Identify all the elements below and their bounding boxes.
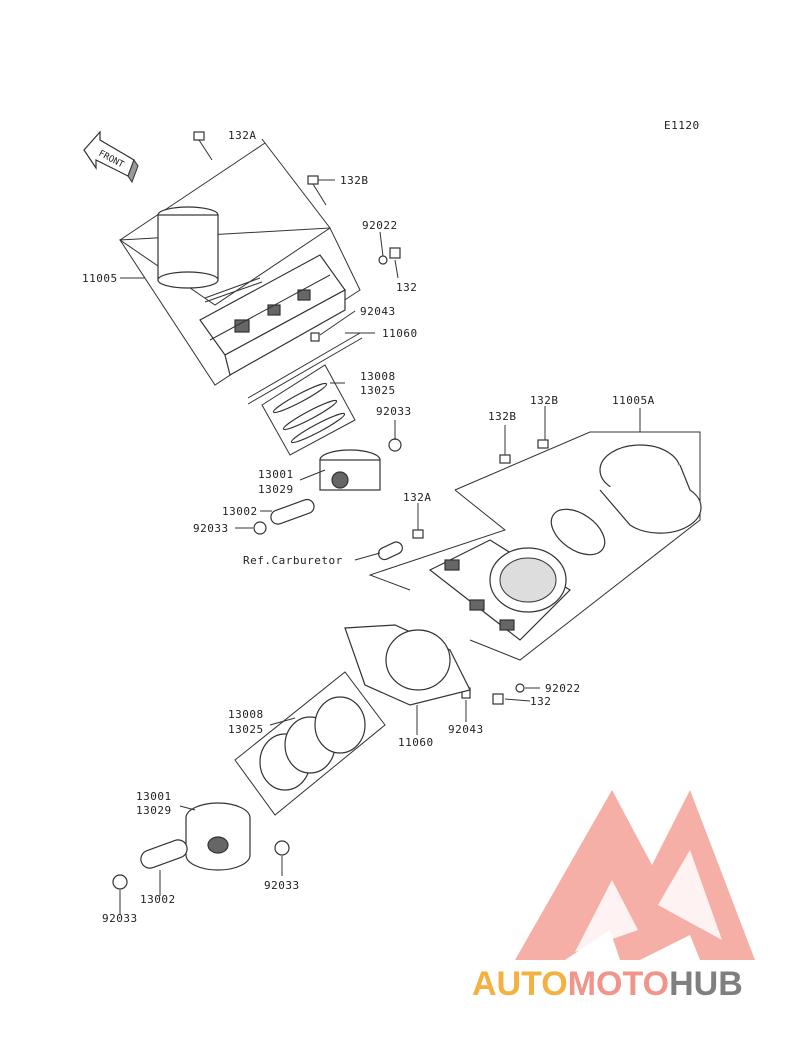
- label-13002-bottom: 13002: [140, 893, 176, 906]
- dowel-92043-top: [310, 332, 320, 342]
- circlip-top-left: [253, 521, 267, 535]
- carburetor-fitting: [377, 541, 403, 561]
- piston-bottom: [185, 802, 251, 871]
- piston-rings-top: [272, 382, 346, 444]
- diagram-code: E1120: [664, 119, 700, 132]
- base-gasket-11060: [344, 624, 471, 706]
- label-13008-top: 13008: [360, 370, 396, 383]
- label-92033-left-top: 92033: [193, 522, 229, 535]
- label-92033-top: 92033: [376, 405, 412, 418]
- label-11060-bottom: 11060: [398, 736, 434, 749]
- circlip-top-right: [388, 438, 402, 452]
- bolt-132A-mid: [412, 508, 424, 539]
- cylinder-liner-top: [157, 206, 263, 303]
- label-11005A: 11005A: [612, 394, 655, 407]
- label-13008-bottom: 13008: [228, 708, 264, 721]
- piston-pin-bottom: [140, 839, 188, 869]
- label-132B-top: 132B: [340, 174, 369, 187]
- piston-rings-bottom: [259, 696, 366, 791]
- nut-132-top: [389, 247, 401, 259]
- label-132A-top: 132A: [228, 129, 257, 142]
- circlip-bottom-right: [274, 840, 290, 856]
- front-arrow-icon: FRONT: [83, 130, 139, 184]
- label-132-top: 132: [396, 281, 417, 294]
- label-13002-top: 13002: [222, 505, 258, 518]
- label-92043-bottom: 92043: [448, 723, 484, 736]
- bolt-132B-right: [537, 410, 549, 449]
- nut-132-bottom: [492, 693, 504, 705]
- label-13025-bottom: 13025: [228, 723, 264, 736]
- label-92033-left-bottom: 92033: [102, 912, 138, 925]
- label-13025-top: 13025: [360, 384, 396, 397]
- label-92022-bottom: 92022: [545, 682, 581, 695]
- label-13001-top: 13001: [258, 468, 294, 481]
- washer-92022-bottom: [515, 683, 525, 693]
- label-132-bottom: 132: [530, 695, 551, 708]
- circlip-bottom-left: [112, 874, 128, 890]
- piston-top: [319, 449, 381, 491]
- piston-pin-top: [270, 498, 315, 525]
- cylinder-block-bottom: [428, 539, 571, 641]
- label-92022-top: 92022: [362, 219, 398, 232]
- label-132B-mid: 132B: [488, 410, 517, 423]
- label-92043-top: 92043: [360, 305, 396, 318]
- cylinder-liner-11005A: [550, 444, 702, 556]
- label-ref-carburetor: Ref.Carburetor: [243, 554, 343, 567]
- label-132A-mid: 132A: [403, 491, 432, 504]
- watermark-logo-icon: [515, 790, 755, 960]
- watermark-text-auto: AUTOMOTOHUB: [472, 965, 743, 1003]
- label-11005: 11005: [82, 272, 118, 285]
- label-13029-bottom: 13029: [136, 804, 172, 817]
- label-13029-top: 13029: [258, 483, 294, 496]
- washer-92022-top: [378, 255, 388, 265]
- bolt-132B-mid: [499, 430, 511, 464]
- label-92033-right-bottom: 92033: [264, 879, 300, 892]
- label-132B-right: 132B: [530, 394, 559, 407]
- label-13001-bottom: 13001: [136, 790, 172, 803]
- cylinder-block-top: [199, 254, 346, 376]
- bolt-132A-top: [193, 131, 213, 161]
- label-11060-top: 11060: [382, 327, 418, 340]
